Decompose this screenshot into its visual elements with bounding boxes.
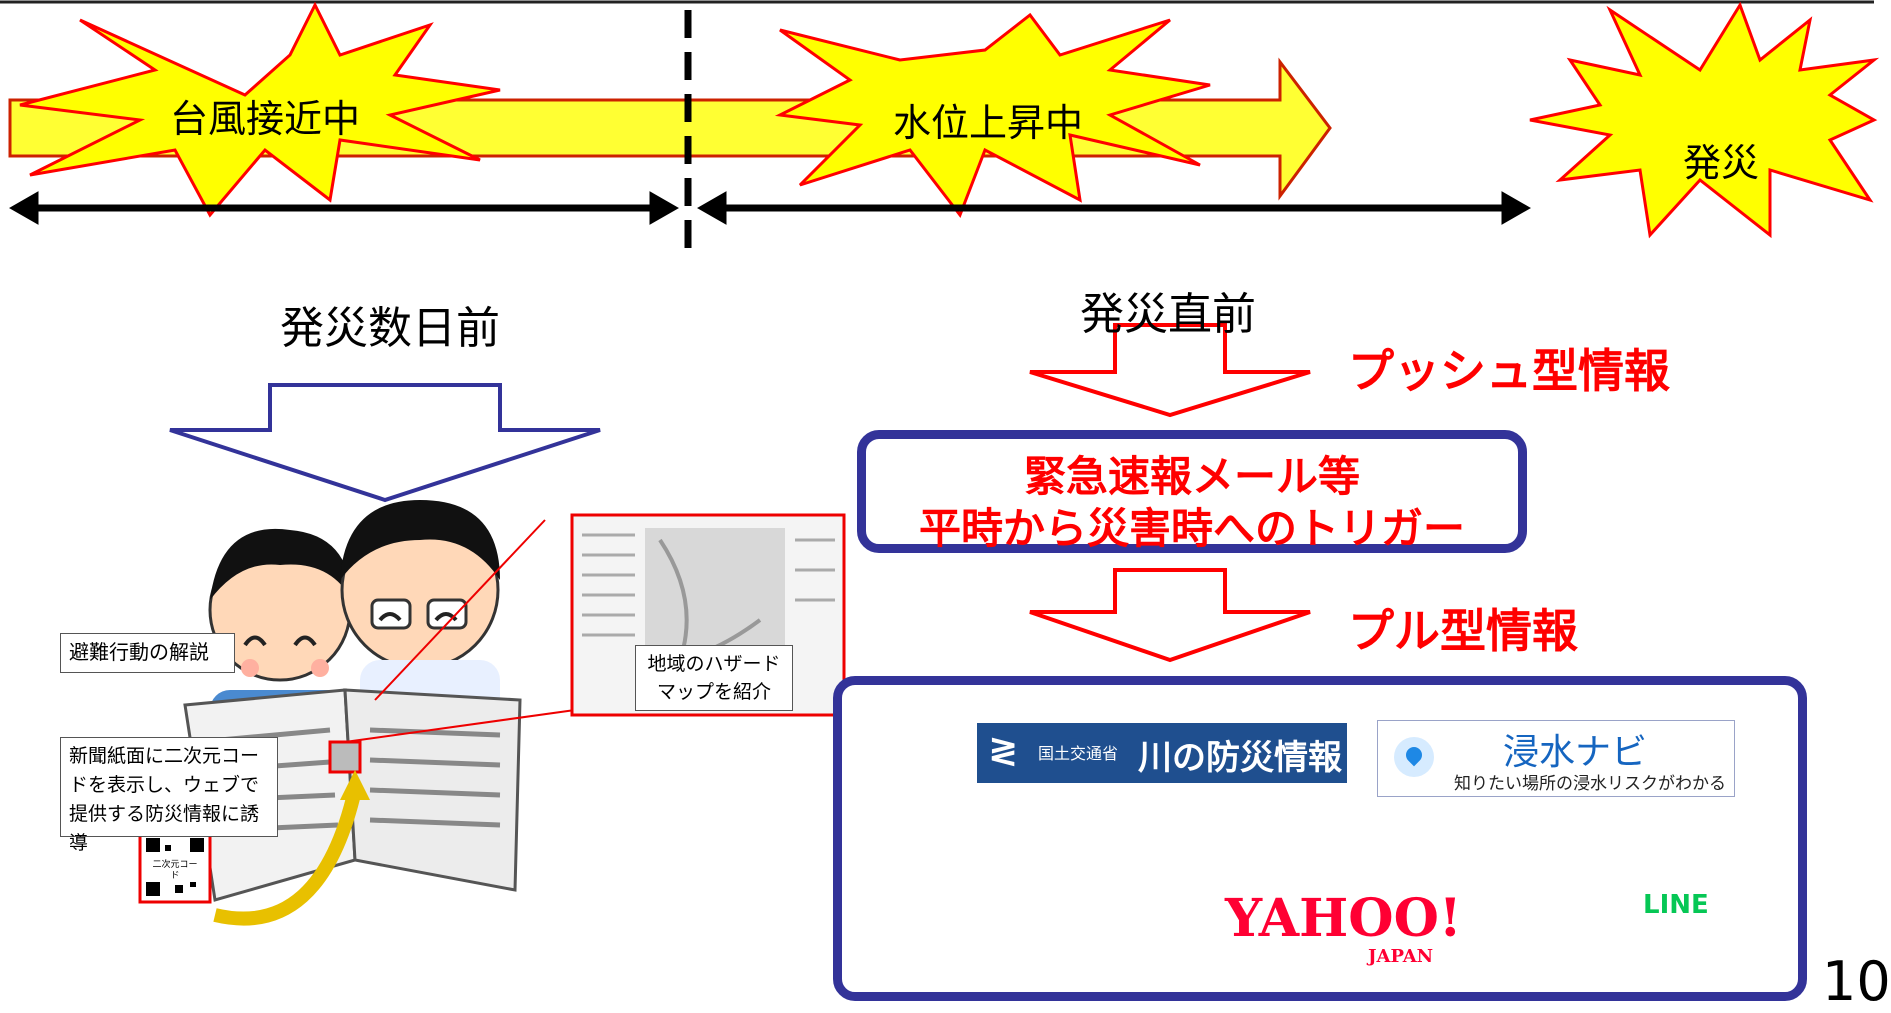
pull-info-label: プル型情報 (1348, 604, 1578, 658)
span-just-before-label: 発災直前 (1080, 289, 1256, 340)
shinsui-subtitle: 知りたい場所の浸水リスクがわかる (1454, 774, 1726, 794)
callout-evacuation: 避難行動の解説 (60, 633, 235, 673)
yahoo-japan-logo-main[interactable]: YAHOO! (1225, 888, 1462, 949)
shinsui-navi-logo[interactable]: 浸水ナビ 知りたい場所の浸水リスクがわかる (1377, 720, 1735, 797)
span-arrow-days-before (8, 191, 680, 225)
emergency-line1: 緊急速報メール等 (1023, 452, 1360, 501)
span-arrow-just-before (696, 191, 1532, 225)
stage-water-label: 水位上昇中 (893, 101, 1084, 145)
kawa-prefix: 国土交通省 (1038, 744, 1119, 763)
down-arrow-red-push (1029, 323, 1311, 418)
down-arrow-blue (169, 383, 601, 503)
push-info-label: プッシュ型情報 (1348, 344, 1670, 398)
line-logo-text[interactable]: LINE (1643, 890, 1709, 920)
burst-typhoon (19, 1, 501, 218)
location-pin-icon (1394, 737, 1434, 777)
emergency-line2: 平時から災害時へのトリガー (918, 504, 1465, 553)
slide-number: 10 (1822, 950, 1891, 1013)
emergency-mail-box: 緊急速報メール等 平時から災害時へのトリガー (857, 430, 1527, 553)
yahoo-japan-logo-sub: JAPAN (1368, 946, 1434, 967)
stage-disaster-label: 発災 (1683, 141, 1760, 185)
newspaper-illustration (183, 500, 576, 926)
span-days-before-label: 発災数日前 (280, 303, 500, 354)
stage-typhoon-label: 台風接近中 (170, 97, 361, 141)
down-arrow-red-pull (1029, 568, 1311, 663)
shinsui-name: 浸水ナビ (1503, 732, 1648, 773)
kawa-wave-icon: ≷ (988, 730, 1019, 771)
burst-disaster (1529, 1, 1880, 239)
burst-water (774, 12, 1211, 219)
kawa-name: 川の防災情報 (1138, 738, 1342, 778)
qr-label: 二次元コード (150, 860, 200, 882)
callout-qr-guidance: 新聞紙面に二次元コードを表示し、ウェブで提供する防災情報に誘導 (60, 737, 278, 854)
callout-hazard-map: 地域のハザードマップを紹介 (635, 645, 793, 711)
kawa-bousai-logo[interactable]: ≷ 国土交通省 川の防災情報 (977, 723, 1347, 783)
